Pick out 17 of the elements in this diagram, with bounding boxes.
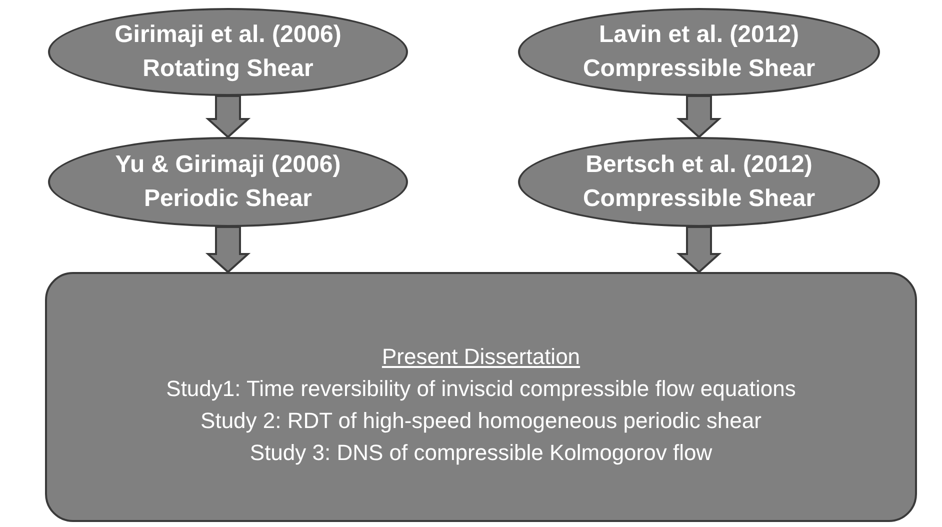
- node-text: Study1: Time reversibility of inviscid compressible flow equations: [166, 375, 796, 403]
- block-arrow: [676, 95, 722, 138]
- node-text: Compressible Shear: [582, 184, 816, 214]
- node-text: Compressible Shear: [582, 54, 816, 84]
- node-text: Periodic Shear: [144, 184, 312, 214]
- node-text: Bertsch et al. (2012): [586, 150, 812, 180]
- node-text: Lavin et al. (2012): [598, 20, 800, 50]
- node-text: Study 3: DNS of compressible Kolmogorov flow: [250, 439, 712, 467]
- node-text: Girimaji et al. (2006): [114, 20, 342, 50]
- block-arrow: [676, 226, 722, 274]
- block-arrow: [205, 95, 251, 138]
- node-text: Yu & Girimaji (2006): [115, 150, 341, 180]
- node-text: Rotating Shear: [142, 54, 314, 84]
- block-arrow: [205, 226, 251, 274]
- heading-text: Present Dissertation: [382, 343, 580, 371]
- node-text: Study 2: RDT of high-speed homogeneous periodic shear: [200, 407, 762, 435]
- rounded-box: [45, 272, 917, 522]
